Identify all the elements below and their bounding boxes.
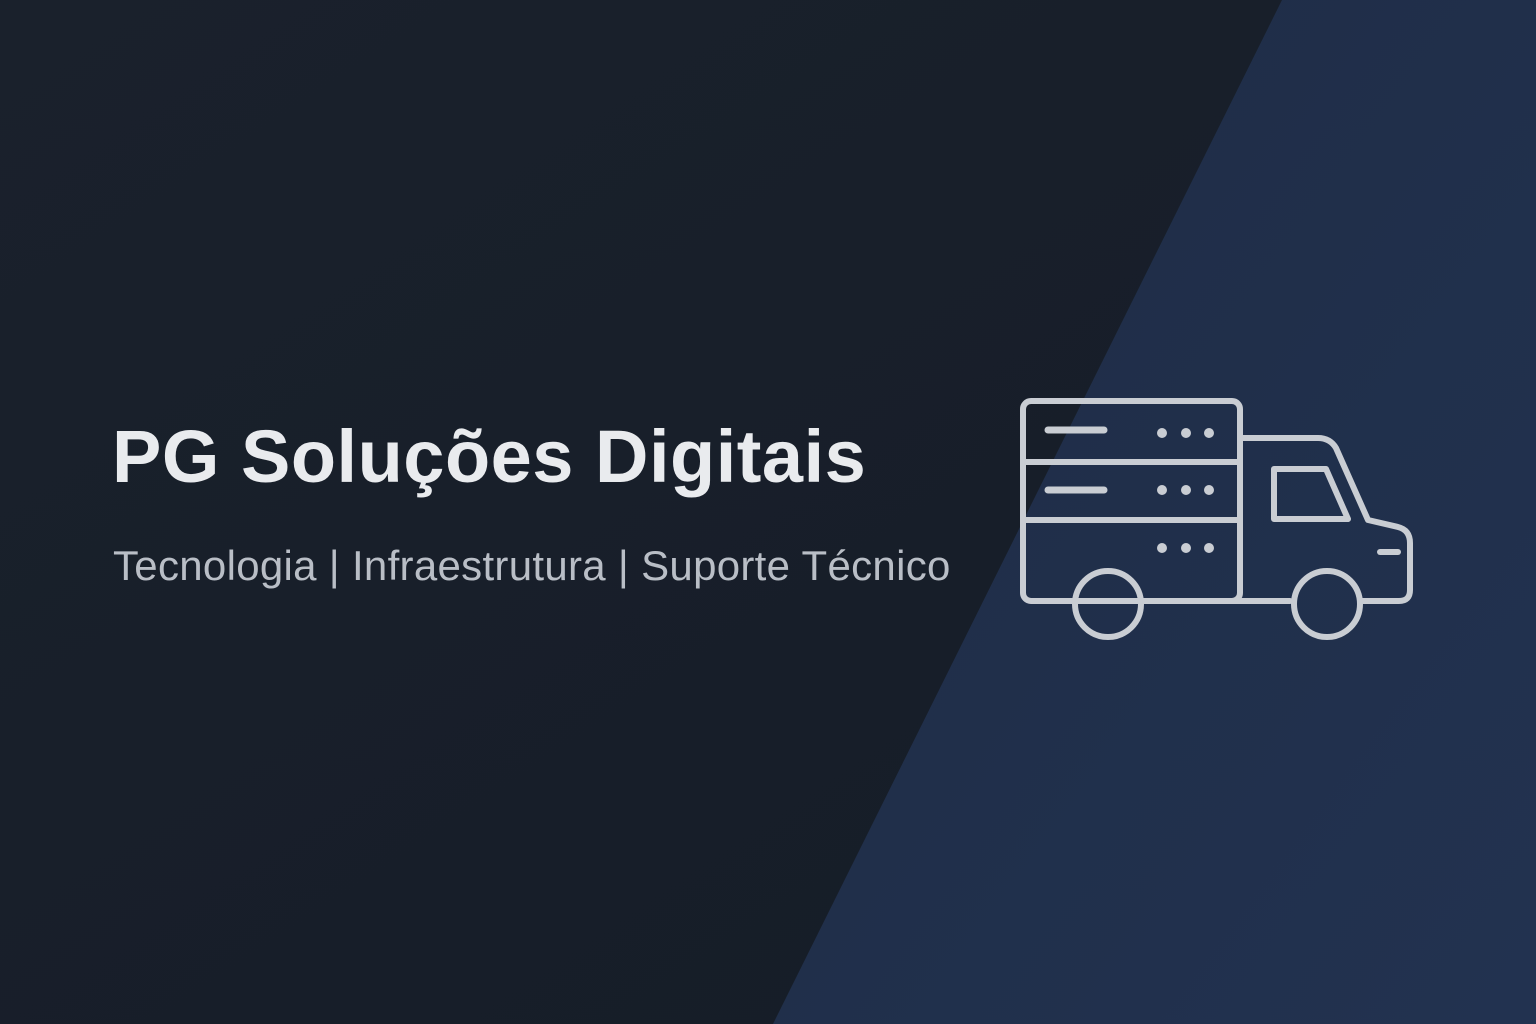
server-rack (1020, 398, 1243, 604)
truck-wheels (1072, 568, 1363, 640)
truck-cab (1237, 435, 1413, 604)
company-tagline: Tecnologia | Infraestrutura | Suporte Té… (113, 542, 951, 589)
company-name: PG Soluções Digitais (112, 415, 867, 498)
server-truck-icon (1020, 398, 1413, 640)
background-diagonal-panel (773, 0, 1536, 1024)
